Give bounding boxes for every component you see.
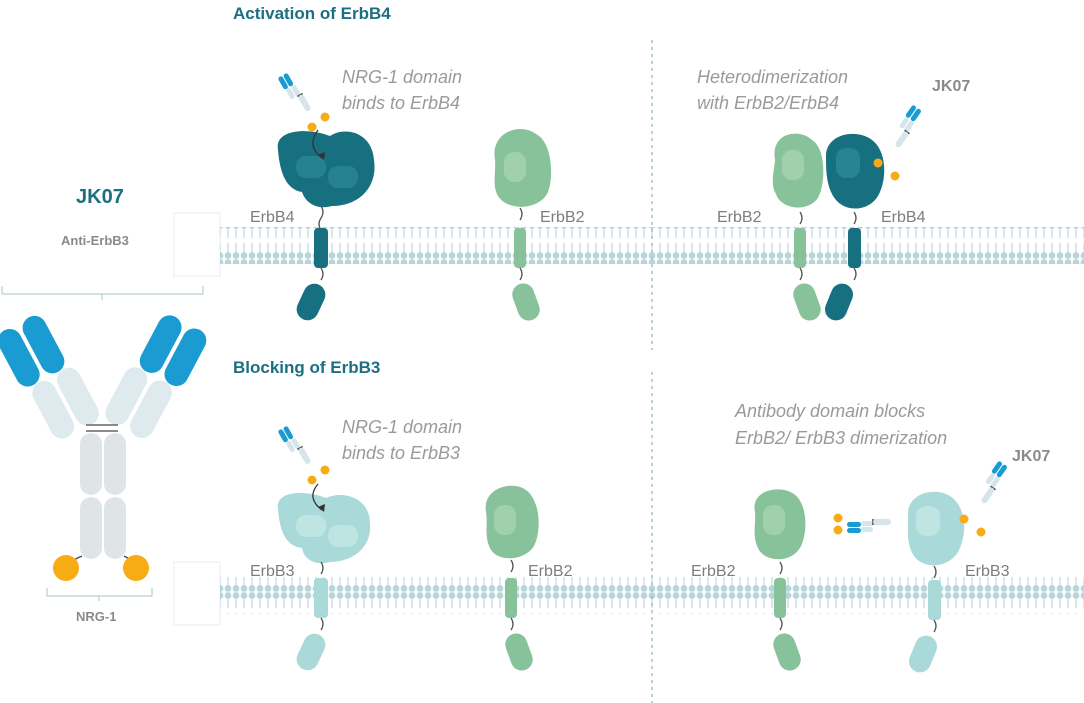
receptor-label-bottom-2: ErbB2: [528, 563, 573, 580]
receptor-erbb3-bottom-left: [277, 493, 371, 671]
bottom-left-caption-line1: NRG-1 domain: [342, 417, 463, 437]
bottom-left-caption-line2: binds to ErbB3: [342, 443, 461, 463]
small-antibody-top-left: [276, 70, 313, 117]
receptor-label-bottom-3: ErbB2: [691, 563, 736, 580]
receptor-label-top-2: ErbB2: [540, 209, 585, 226]
receptor-label-bottom-1: ErbB3: [250, 563, 295, 580]
left-panel-title: JK07: [76, 186, 124, 208]
nrg1-ball-left: [53, 555, 79, 581]
small-antibody-bottom-left: [276, 423, 313, 470]
bottom-jk07-label: JK07: [1012, 448, 1051, 465]
bottom-section-title: Blocking of ErbB3: [233, 358, 381, 377]
nrg1-ball-right: [123, 555, 149, 581]
bottom-bracket: [46, 588, 153, 601]
receptor-erbb2-top-right: [772, 133, 824, 321]
receptor-label-top-1: ErbB4: [250, 209, 295, 226]
left-panel-subtitle: Anti-ErbB3: [61, 233, 129, 248]
receptor-erbb4-top-left: [277, 131, 375, 321]
membrane-bottom-box: [173, 561, 221, 626]
receptor-erbb3-bottom-right: [907, 491, 965, 673]
left-panel-bottom-label: NRG-1: [76, 609, 117, 624]
receptor-label-top-3: ErbB2: [717, 209, 762, 226]
receptor-erbb4-top-right: [825, 133, 885, 321]
top-left-caption-line2: binds to ErbB4: [342, 93, 461, 113]
top-bracket: [1, 286, 204, 300]
small-antibody-top-right: [886, 103, 926, 150]
bottom-right-caption-line1: Antibody domain blocks: [735, 401, 926, 421]
receptor-erbb2-bottom-middle: [485, 485, 539, 671]
top-right-caption-line2: with ErbB2/ErbB4: [697, 93, 840, 113]
top-right-caption-line1: Heterodimerization: [697, 67, 849, 87]
receptor-erbb2-bottom-right: [754, 489, 806, 671]
small-antibody-bottom-right: [972, 459, 1012, 506]
receptor-label-top-4: ErbB4: [881, 209, 926, 226]
top-left-caption-line1: NRG-1 domain: [342, 67, 463, 87]
receptor-erbb2-top-middle: [494, 129, 552, 321]
blocking-antibody-bottom: [846, 518, 892, 534]
membrane-top-box: [173, 212, 221, 277]
bottom-right-caption-line2: ErbB2/ ErbB3 dimerization: [735, 428, 948, 448]
receptor-label-bottom-4: ErbB3: [965, 563, 1010, 580]
top-jk07-label: JK07: [932, 78, 971, 95]
jk07-antibody-illustration: [0, 286, 207, 601]
top-section-title: Activation of ErbB4: [233, 4, 391, 23]
